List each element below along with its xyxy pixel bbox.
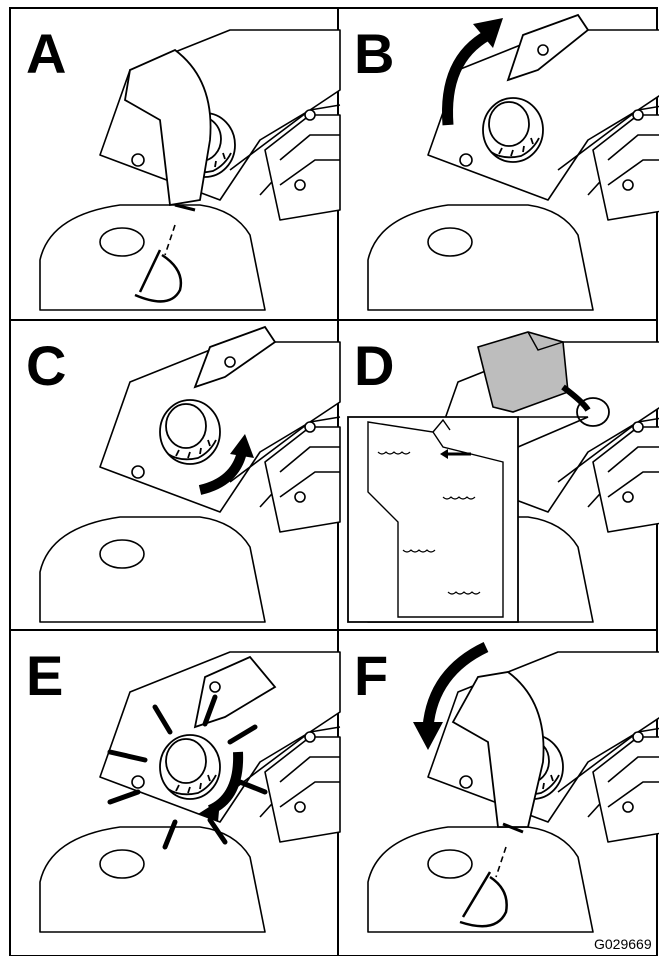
- panel-c-label: C: [26, 338, 66, 394]
- panel-a-illustration: [40, 30, 340, 310]
- panel-e-illustration: [40, 652, 340, 932]
- figure-code: G029669: [594, 936, 652, 952]
- panel-c-illustration: [40, 327, 340, 622]
- panel-f-illustration: [368, 647, 659, 932]
- panel-b-label: B: [354, 26, 394, 82]
- panel-b-illustration: [368, 15, 659, 310]
- panel-a-label: A: [26, 26, 66, 82]
- panel-d-illustration: [348, 332, 659, 622]
- panel-e-label: E: [26, 648, 63, 704]
- panel-f-label: F: [354, 648, 388, 704]
- panel-d-label: D: [354, 338, 394, 394]
